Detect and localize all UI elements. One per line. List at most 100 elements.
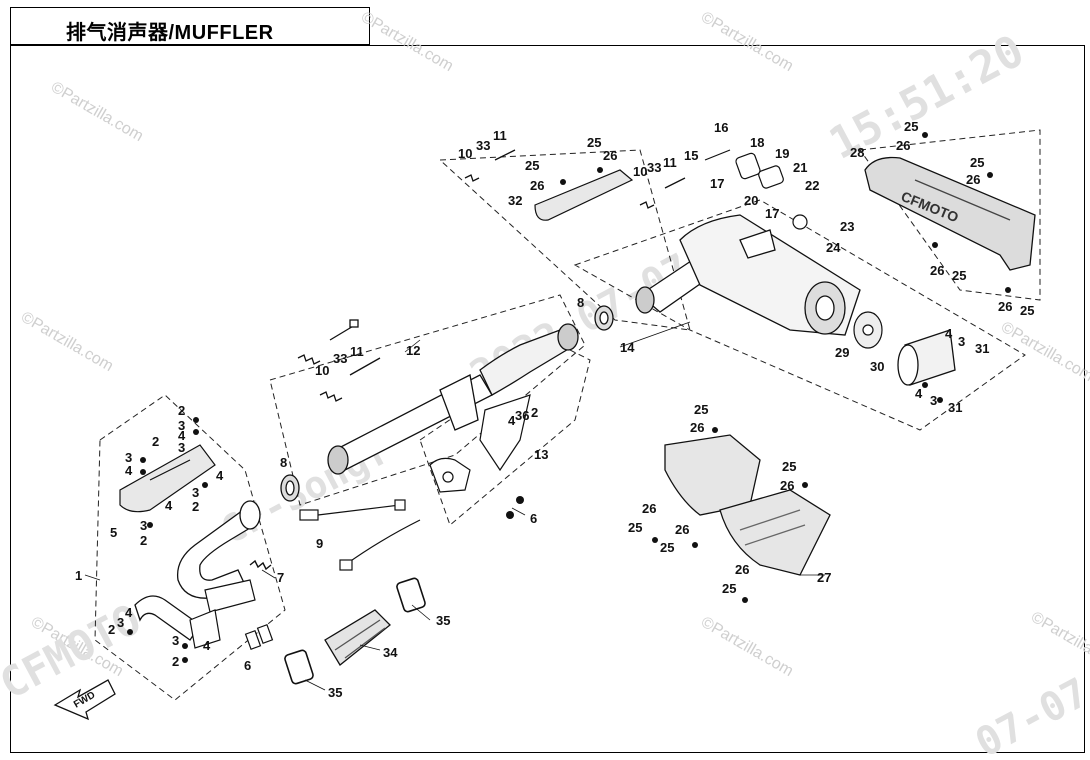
callout-6: 6 [530, 511, 537, 526]
callout-25: 25 [904, 119, 918, 134]
muffler-body-14 [635, 214, 861, 336]
diagram-title: 排气消声器/MUFFLER [66, 22, 274, 44]
callout-25: 25 [525, 158, 539, 173]
callout-5: 5 [110, 525, 117, 540]
callout-26: 26 [780, 478, 794, 493]
tailpipe-30 [897, 329, 956, 386]
o2-sensor-9 [299, 499, 421, 571]
callout-25: 25 [587, 135, 601, 150]
diagram-frame [10, 45, 1085, 753]
callout-6: 6 [244, 658, 251, 673]
watermark-brand-1: ©Partzilla.com [48, 79, 146, 145]
callout-25: 25 [628, 520, 642, 535]
watermark-brand-8: ©Partzilla.com [1028, 609, 1090, 675]
gasket-29 [853, 311, 883, 349]
callout-17: 17 [765, 206, 779, 221]
spring-7 [249, 559, 272, 571]
bracket-32 [534, 169, 634, 221]
callout-2: 2 [192, 499, 199, 514]
callout-35: 35 [436, 613, 450, 628]
callout-4: 4 [216, 468, 224, 483]
callout-3: 3 [930, 393, 937, 408]
callout-25: 25 [660, 540, 674, 555]
sensor-6 [244, 624, 274, 650]
callout-11: 11 [350, 344, 364, 359]
callout-12: 12 [406, 343, 420, 358]
callout-31: 31 [975, 341, 989, 356]
watermark-brand-7: ©Partzilla.com [698, 614, 796, 680]
callout-4: 4 [178, 428, 186, 443]
title-box: 排气消声器/MUFFLER [10, 7, 370, 45]
callout-7: 7 [277, 570, 284, 585]
heat-shield-5 [119, 444, 216, 513]
flange-13 [429, 394, 531, 493]
callout-25: 25 [952, 268, 966, 283]
watermark-brand-5: ©Partzilla.com [998, 319, 1090, 385]
fwd-arrow: FWD [53, 679, 116, 721]
gasket-8 [280, 305, 614, 502]
callout-11: 11 [663, 155, 677, 170]
callout-25: 25 [694, 402, 708, 417]
callout-2: 2 [172, 654, 179, 669]
callout-36: 36 [515, 408, 529, 423]
callout-3: 3 [178, 440, 185, 455]
heat-shield-34 [324, 609, 391, 666]
callout-14: 14 [620, 340, 635, 355]
callout-31: 31 [948, 400, 962, 415]
callout-35: 35 [328, 685, 342, 700]
callout-26: 26 [966, 172, 980, 187]
lower-bracket [189, 579, 256, 649]
callout-15: 15 [684, 148, 698, 163]
callout-10: 10 [633, 164, 647, 179]
callout-10: 10 [315, 363, 329, 378]
callout-1: 1 [75, 568, 82, 583]
callout-19: 19 [775, 146, 789, 161]
callout-4: 4 [203, 638, 211, 653]
callout-4: 4 [945, 326, 953, 341]
callout-3: 3 [125, 450, 132, 465]
callout-27: 27 [817, 570, 831, 585]
callout-32: 32 [508, 193, 522, 208]
callout-21: 21 [793, 160, 807, 175]
watermark-brand-2: ©Partzilla.com [358, 9, 456, 75]
callout-3: 3 [192, 485, 199, 500]
callout-3: 3 [140, 518, 147, 533]
callout-33: 33 [333, 351, 347, 366]
watermark-brand-4: ©Partzilla.com [18, 309, 116, 375]
callout-26: 26 [530, 178, 544, 193]
callout-11: 11 [493, 128, 507, 143]
callout-9: 9 [316, 536, 323, 551]
callout-labels: 1 2 3 2 3 4 3 4 4 3 2 4 5 3 2 4 3 2 3 4 … [75, 119, 1034, 700]
callout-20: 20 [744, 193, 758, 208]
callout-29: 29 [835, 345, 849, 360]
fasteners [127, 132, 1011, 663]
callout-25: 25 [722, 581, 736, 596]
gasket-35 [284, 577, 426, 685]
callout-23: 23 [840, 219, 854, 234]
bolts-11 [329, 149, 686, 376]
callout-2: 2 [178, 403, 185, 418]
heat-shield-27 [664, 434, 831, 576]
callout-10: 10 [458, 146, 472, 161]
callout-2: 2 [140, 533, 147, 548]
callout-33: 33 [647, 160, 661, 175]
hanger-assembly [704, 149, 808, 230]
callout-17: 17 [710, 176, 724, 191]
springs-10 [297, 174, 655, 402]
callout-3: 3 [172, 633, 179, 648]
callout-26: 26 [603, 148, 617, 163]
callout-25: 25 [1020, 303, 1034, 318]
callout-8: 8 [577, 295, 584, 310]
callout-3: 3 [117, 615, 124, 630]
callout-26: 26 [998, 299, 1012, 314]
watermark-brand-3: ©Partzilla.com [698, 9, 796, 75]
header-pipe [134, 500, 261, 641]
callout-26: 26 [930, 263, 944, 278]
callout-26: 26 [735, 562, 749, 577]
callout-26: 26 [675, 522, 689, 537]
callout-34: 34 [383, 645, 398, 660]
callout-25: 25 [782, 459, 796, 474]
callout-33: 33 [476, 138, 490, 153]
callout-18: 18 [750, 135, 764, 150]
